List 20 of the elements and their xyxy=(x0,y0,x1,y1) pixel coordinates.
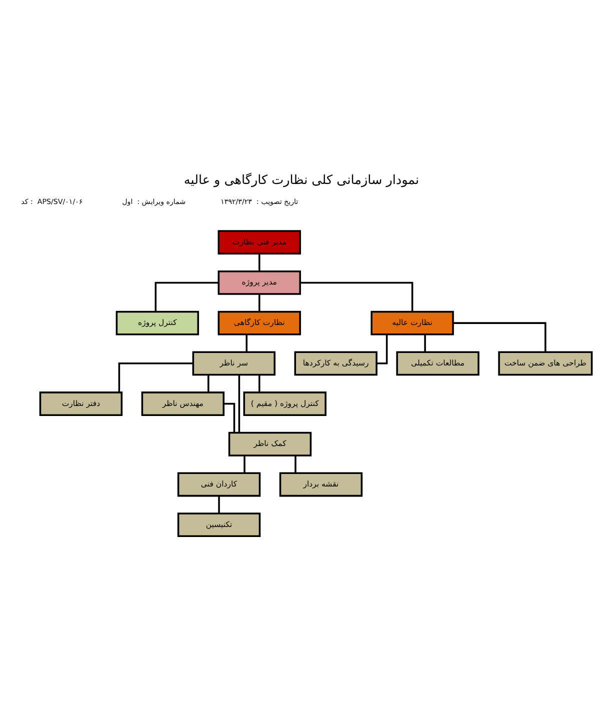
connector xyxy=(453,322,546,352)
connector xyxy=(118,362,194,392)
connector xyxy=(376,334,388,364)
label: تاریخ تصویب : ۱۳۹۲/۳/۲۳ xyxy=(220,196,298,206)
connector xyxy=(258,254,260,272)
diagram-title: نمودار سازمانی کلی نظارت کارگاهی و عالیه xyxy=(184,172,420,188)
connector xyxy=(218,496,220,514)
connector xyxy=(238,374,240,433)
connector xyxy=(258,374,260,392)
connector xyxy=(424,334,426,352)
label: شماره ویرایش : اول xyxy=(122,196,186,206)
label: کد : APS/SV/۰۱/۰۶ xyxy=(21,196,83,206)
connector xyxy=(224,402,236,433)
connector xyxy=(246,334,248,352)
connector xyxy=(208,374,210,392)
connector xyxy=(300,282,414,312)
connector xyxy=(154,282,218,312)
connector xyxy=(258,294,260,312)
connector xyxy=(294,456,296,474)
connector xyxy=(244,456,246,474)
